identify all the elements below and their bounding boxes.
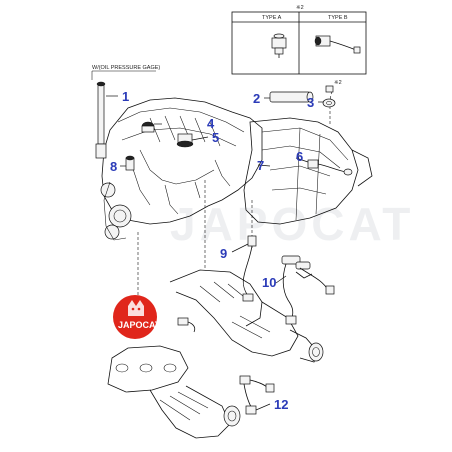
inset-box: TYPE A TYPE B ※2: [231, 4, 367, 75]
callout-8: 8: [110, 159, 117, 174]
inset-type-a-label: TYPE A: [262, 15, 282, 21]
callout-5: 5: [212, 130, 219, 145]
japocat-logo: JAPOCAT: [113, 295, 161, 339]
engine-outline: [100, 89, 373, 313]
callout-1: 1: [122, 89, 129, 104]
front-manifold-sensor: [177, 317, 196, 333]
callout-2: 2: [253, 91, 260, 106]
callout-6: 6: [296, 149, 303, 164]
rear-exhaust-manifold: [169, 269, 324, 363]
part-9-oxygen-sensor: [242, 235, 257, 302]
callout-10: 10: [262, 275, 276, 290]
callout-4: 4: [207, 116, 215, 131]
type-b-sensor-drawing: [314, 35, 361, 54]
leader-lines: [106, 95, 323, 411]
ref-mark-2: ※2: [334, 79, 342, 86]
callout-12: 12: [274, 397, 288, 412]
callout-3: 3: [307, 95, 314, 110]
logo-text: JAPOCAT: [118, 320, 161, 330]
part-8-sensor: [125, 155, 135, 171]
callout-7: 7: [257, 158, 264, 173]
part-3-gasket: [322, 98, 336, 108]
type-a-sensor-drawing: [271, 33, 287, 58]
part-10-oxygen-sensor: [281, 255, 335, 325]
part-6-sensor: [307, 159, 353, 176]
part-5-sensor: [176, 133, 194, 148]
part-3-top-sensor: [325, 85, 334, 93]
part-12-oxygen-sensor: [239, 375, 275, 415]
part-4-sensor: [141, 121, 155, 133]
oil-pressure-note: W/(OIL PRESSURE GAGE): [92, 65, 160, 71]
part-2-cylinder-part: [269, 91, 314, 103]
inset-type-b-label: TYPE B: [328, 15, 348, 21]
part-1-oil-pressure-switch: [95, 81, 107, 159]
callout-9: 9: [220, 246, 227, 261]
front-exhaust-manifold: [107, 345, 241, 439]
inset-reference-mark: ※2: [296, 4, 304, 11]
watermark-text: JAPOCAT: [170, 198, 414, 250]
